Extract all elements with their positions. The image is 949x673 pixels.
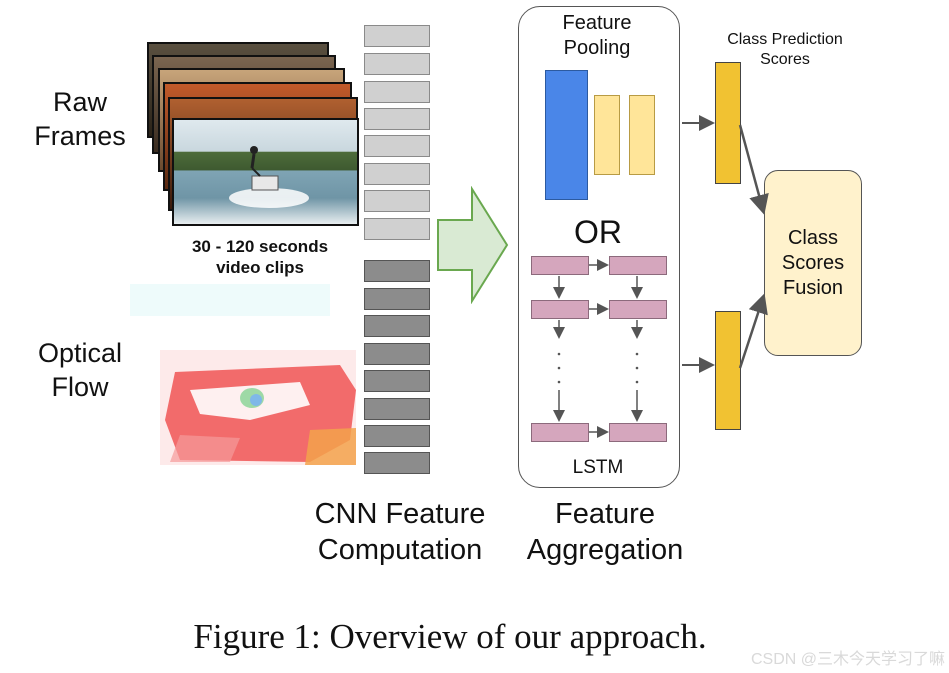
cnn-feature-rgb [364,53,430,75]
cnn-feature-flow [364,425,430,447]
video-frame-top [172,118,359,226]
pool-bar-yellow [629,95,655,175]
cnn-feature-flow [364,260,430,282]
clip-caption: 30 - 120 seconds video clips [191,237,329,278]
cnn-feature-rgb [364,25,430,47]
lstm-cell [531,256,589,275]
watermark: CSDN @三木今天学习了嘛 [750,651,945,668]
big-flow-arrow [437,186,509,304]
flow-faint-band [130,284,330,316]
lstm-cell [609,423,667,442]
score-bar-flow [715,311,741,430]
cnn-feature-rgb [364,218,430,240]
aggregation-label: Feature Aggregation [526,498,684,567]
cnn-feature-rgb [364,163,430,185]
pool-bar-blue [545,70,588,200]
cnn-feature-rgb [364,81,430,103]
score-arrows [682,115,769,373]
cnn-feature-flow [364,315,430,337]
cnn-feature-rgb [364,108,430,130]
fusion-box [764,170,862,356]
lstm-cell [531,300,589,319]
raw-frames-label: Raw Frames [34,87,126,151]
optical-flow-image [160,350,356,465]
lstm-connections [553,259,643,438]
flow-field [160,350,356,465]
fusion-label: Class Scores Fusion [781,227,845,299]
cnn-feature-flow [364,343,430,365]
feature-pooling-label: Feature Pooling [562,12,632,59]
lstm-cell [609,256,667,275]
score-bar-rgb [715,62,741,184]
lstm-cell [609,300,667,319]
cnn-label: CNN Feature Computation [314,498,486,567]
or-label: OR [574,214,622,250]
optical-flow-label: Optical Flow [37,338,123,402]
cnn-feature-flow [364,370,430,392]
figure-caption: Figure 1: Overview of our approach. [193,617,707,656]
cnn-feature-flow [364,288,430,310]
cnn-feature-rgb [364,190,430,212]
pool-bar-yellow [594,95,620,175]
lstm-label: LSTM [572,457,624,478]
boat-scene [229,146,309,208]
lstm-cell [531,423,589,442]
cnn-feature-rgb [364,135,430,157]
cnn-feature-flow [364,452,430,474]
cnn-feature-flow [364,398,430,420]
scores-title: Class Prediction Scores [727,31,843,68]
